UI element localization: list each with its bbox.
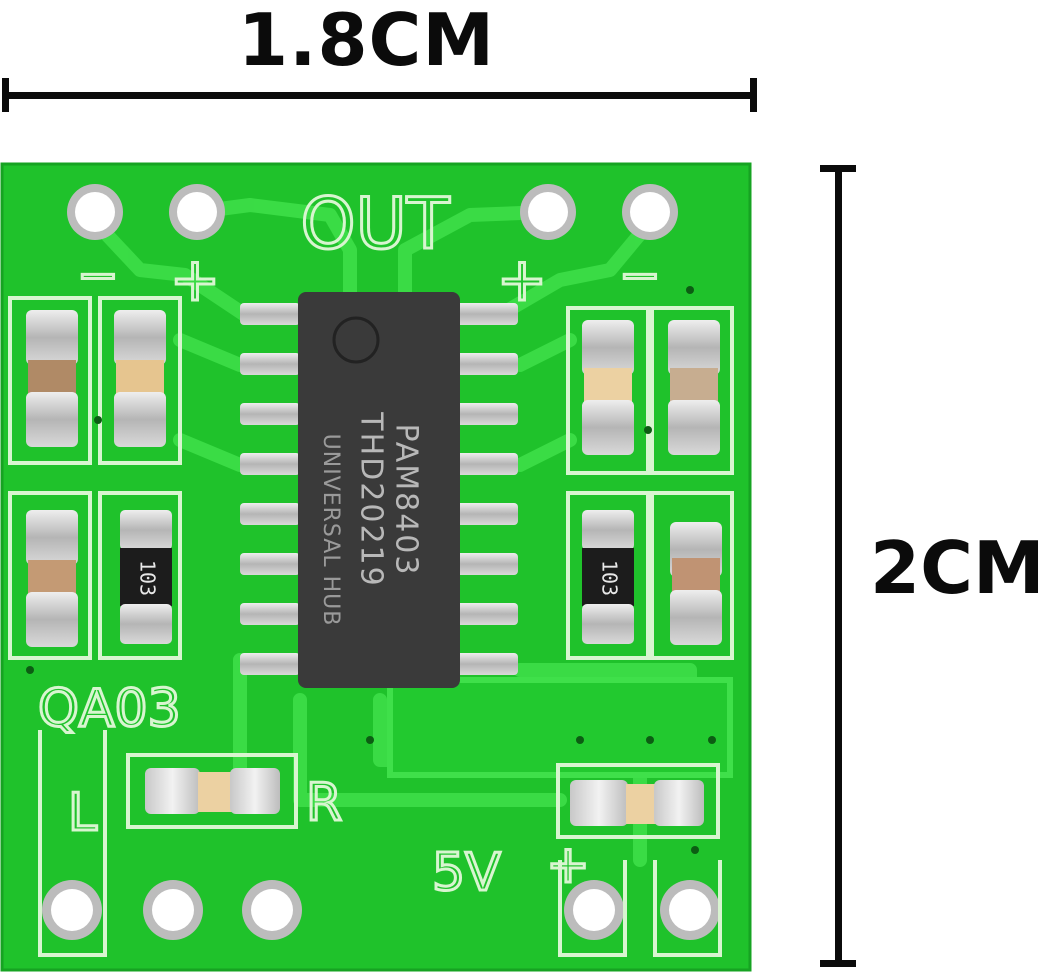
- silkscreen-outlines: [8, 296, 734, 957]
- label-right-channel: R: [306, 773, 342, 833]
- left-components: [26, 310, 172, 647]
- chip-marking-line1: PAM8403: [389, 424, 424, 577]
- bottom-holes: [42, 880, 720, 940]
- label-power: 5V: [432, 843, 501, 903]
- width-dimension-tick-right: [750, 78, 757, 112]
- height-dimension-tick-top: [820, 165, 856, 172]
- amplifier-board: 103 103: [0, 162, 752, 972]
- width-dimension-label: 1.8CM: [238, 0, 496, 82]
- chip-pin1-dot: [332, 316, 380, 364]
- label-plus-left: +: [170, 245, 220, 315]
- label-out: OUT: [300, 183, 449, 265]
- width-dimension-line: [4, 92, 756, 99]
- label-plus-right: +: [497, 245, 547, 315]
- chip-marking-line3: UNIVERSAL HUB: [318, 434, 343, 627]
- board-edge: [0, 162, 752, 972]
- height-dimension-label: 2CM: [870, 526, 1045, 610]
- right-components: [582, 320, 722, 645]
- top-holes: [67, 184, 678, 240]
- vias: [26, 286, 716, 854]
- right-resistor-code: 103: [598, 560, 622, 596]
- label-minus-right: −: [619, 246, 661, 304]
- ground-plane: [387, 677, 733, 778]
- chip-leads: [240, 303, 518, 675]
- width-dimension-tick-left: [2, 78, 9, 112]
- label-board-id: QA03: [38, 679, 181, 739]
- label-minus-left: −: [77, 246, 119, 304]
- amplifier-chip: [298, 292, 460, 688]
- label-left-channel: L: [68, 783, 97, 843]
- bottom-components: [145, 768, 704, 826]
- left-resistor-code: 103: [136, 560, 160, 596]
- label-power-plus: +: [546, 835, 590, 895]
- chip-marking-line2: THD20219: [354, 411, 389, 587]
- height-dimension-line: [835, 168, 842, 966]
- height-dimension-tick-bottom: [820, 960, 856, 967]
